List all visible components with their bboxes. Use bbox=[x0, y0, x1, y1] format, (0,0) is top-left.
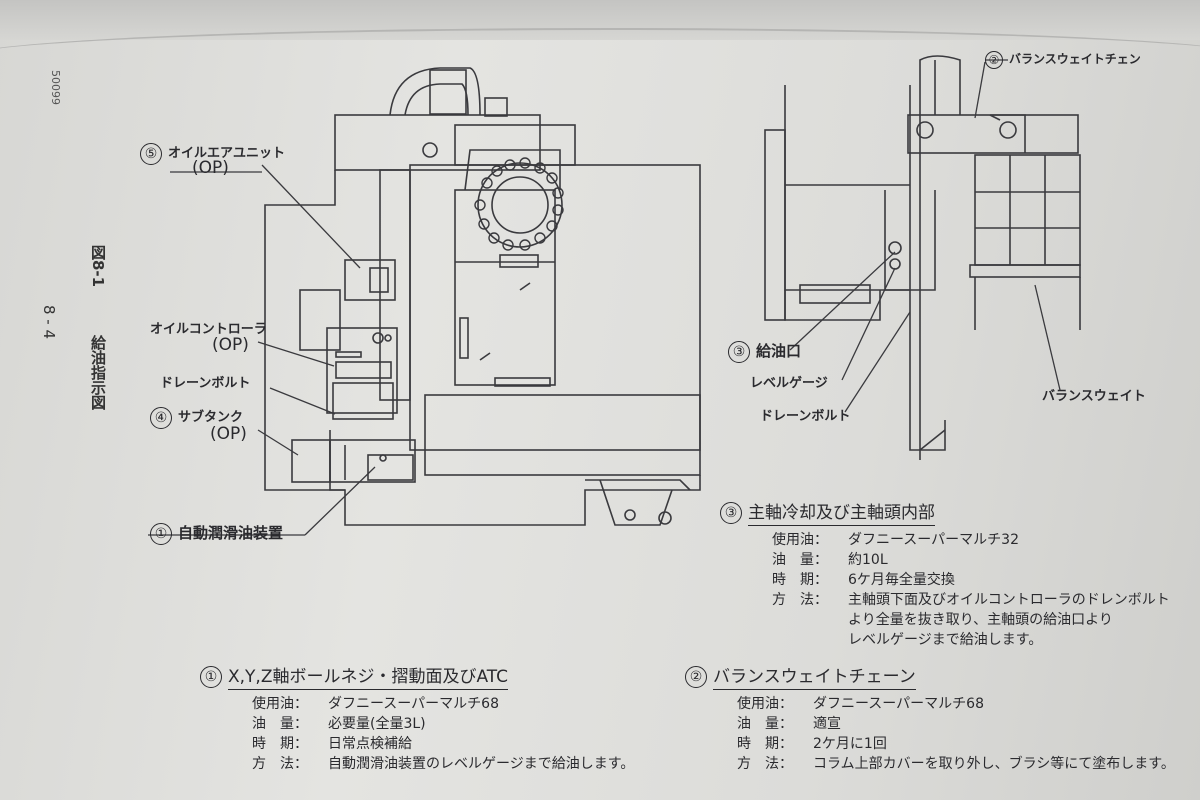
page-curl bbox=[0, 28, 1200, 90]
callout-drain-bolt-right: ドレーンボルト bbox=[760, 409, 851, 424]
callout-oil-controller: オイルコントローラ bbox=[150, 322, 267, 337]
left-machine-outline bbox=[148, 67, 701, 536]
figure-title: 給油指示図 bbox=[89, 335, 107, 410]
right-detail-outline bbox=[764, 55, 1081, 460]
callout-level-gauge: レベルゲージ bbox=[750, 376, 828, 391]
figure-number: 図8-1 bbox=[89, 245, 107, 288]
oil-controller-option: (OP) bbox=[212, 335, 249, 355]
oil-air-unit-option: (OP) bbox=[192, 158, 229, 178]
document-code: 50099 bbox=[49, 70, 62, 105]
callout-balance-weight: バランスウェイト bbox=[1042, 389, 1146, 404]
sub-tank-option: (OP) bbox=[210, 424, 247, 444]
page-number: 8 - 4 bbox=[40, 305, 58, 340]
callout-drain-bolt-left: ドレーンボルト bbox=[160, 376, 251, 391]
